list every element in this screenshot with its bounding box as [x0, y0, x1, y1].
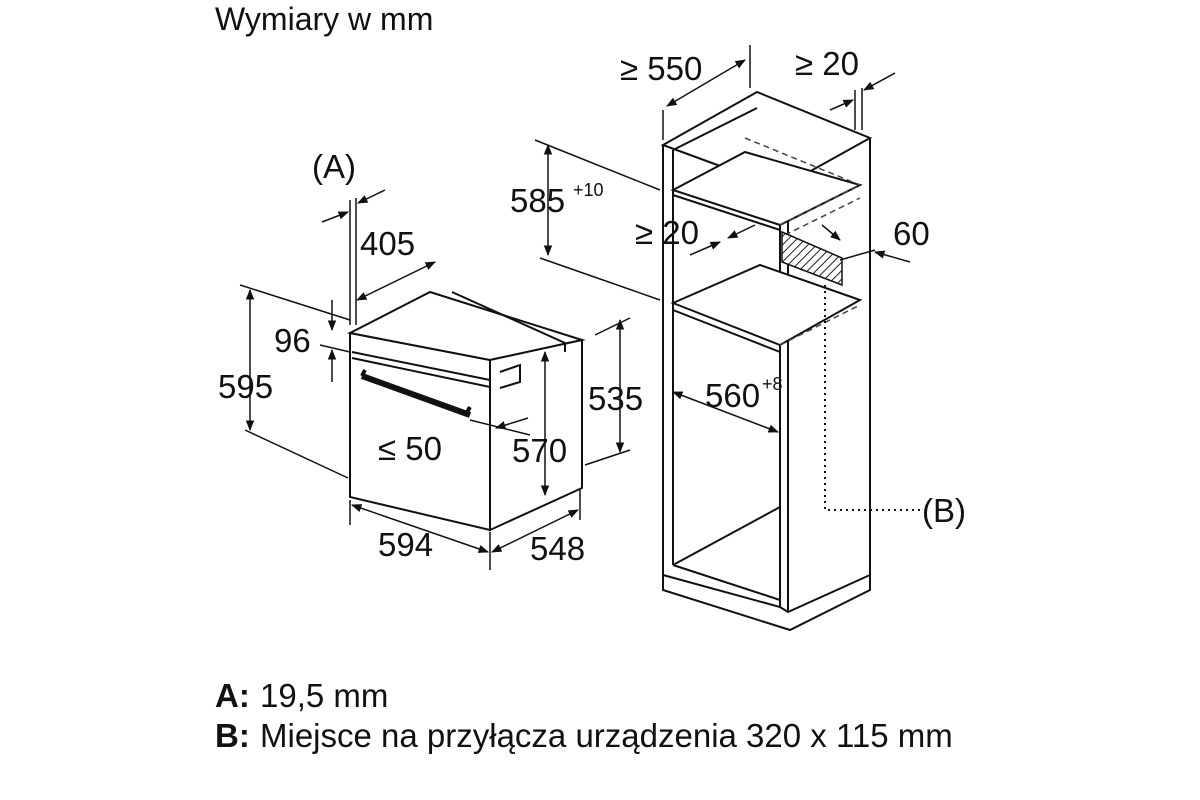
label-96: 96	[274, 322, 311, 359]
dimension-labels: (A) 405 96 595 ≤ 50 570 535 594 548 ≥ 55…	[218, 45, 966, 567]
label-a-marker: (A)	[312, 148, 356, 185]
label-le50: ≤ 50	[378, 430, 442, 467]
label-ge20-top: ≥ 20	[795, 45, 859, 82]
label-b-marker: (B)	[922, 492, 966, 529]
oven-drawing	[346, 290, 586, 532]
label-594: 594	[378, 526, 433, 563]
label-535: 535	[588, 380, 643, 417]
label-405: 405	[360, 225, 415, 262]
label-548: 548	[530, 530, 585, 567]
legend-key: A:	[215, 677, 250, 714]
oven-side	[489, 338, 583, 532]
label-585: 585	[510, 182, 565, 219]
diagram-title: Wymiary w mm	[215, 1, 433, 37]
label-560-tolerance: +8	[762, 374, 783, 394]
label-ge550: ≥ 550	[620, 50, 702, 87]
label-60: 60	[893, 215, 930, 252]
oven-dimensions	[239, 189, 631, 570]
label-570: 570	[512, 432, 567, 469]
b-leader	[824, 285, 920, 511]
legend-text: Miejsce na przyłącza urządzenia 320 x 11…	[260, 717, 953, 754]
label-ge20-mid: ≥ 20	[635, 214, 699, 251]
niche-dashed	[744, 137, 861, 346]
connection-box	[781, 230, 843, 287]
cabinet-drawing	[660, 90, 873, 632]
label-585-tolerance: +10	[573, 180, 604, 200]
label-560: 560	[705, 377, 760, 414]
legend-key: B:	[215, 717, 250, 754]
cabinet-dimensions	[534, 45, 911, 433]
legend: A: 19,5 mm B: Miejsce na przyłącza urząd…	[215, 676, 975, 756]
legend-row-a: A: 19,5 mm	[215, 676, 975, 716]
label-595: 595	[218, 368, 273, 405]
legend-text: 19,5 mm	[260, 677, 389, 714]
legend-row-b: B: Miejsce na przyłącza urządzenia 320 x…	[215, 716, 975, 756]
